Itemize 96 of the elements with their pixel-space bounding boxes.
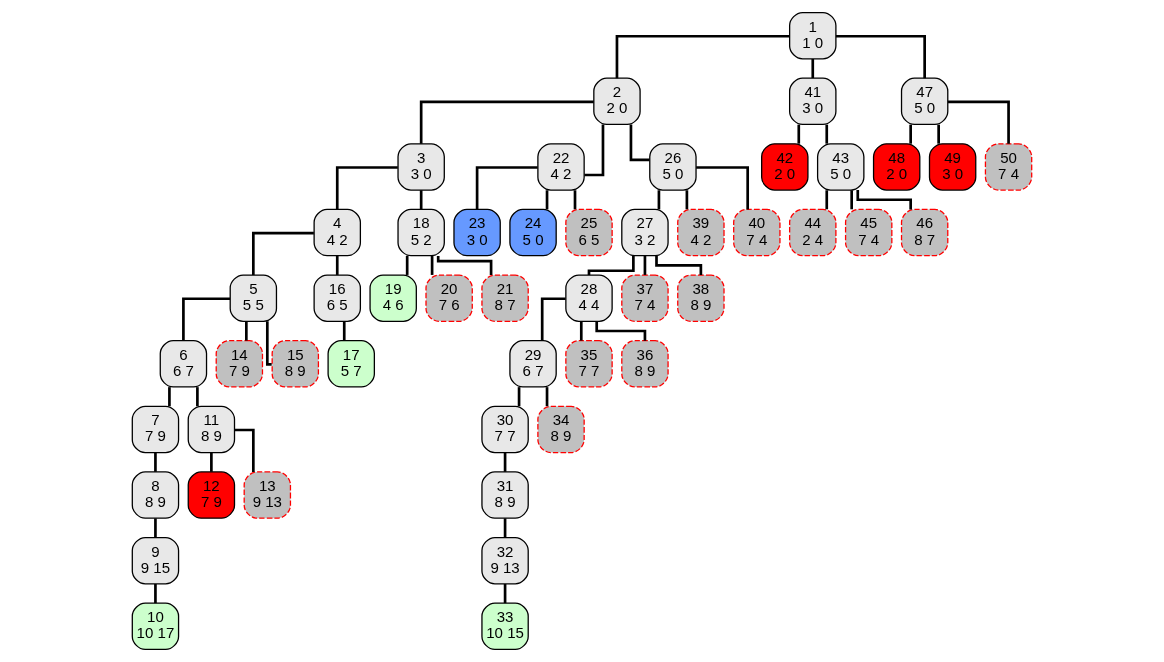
node-box: 11 8 9 bbox=[187, 405, 236, 454]
connector bbox=[909, 124, 912, 144]
node-box: 48 2 0 bbox=[872, 143, 921, 191]
node-box: 38 8 9 bbox=[677, 274, 725, 322]
node-box: 41 3 0 bbox=[789, 77, 837, 126]
node-box: 21 8 7 bbox=[481, 274, 529, 322]
node-box: 43 5 0 bbox=[816, 143, 865, 191]
node-box: 16 6 5 bbox=[313, 274, 362, 322]
connector bbox=[655, 255, 703, 276]
node-box: 24 5 0 bbox=[509, 208, 557, 257]
connector bbox=[856, 190, 912, 210]
node-box: 18 5 2 bbox=[397, 208, 445, 257]
node-box: 26 5 0 bbox=[649, 143, 697, 191]
node-box: 25 6 5 bbox=[565, 208, 613, 257]
connector bbox=[615, 34, 790, 79]
node-box: 12 7 9 bbox=[187, 471, 236, 519]
node-box: 39 4 2 bbox=[677, 208, 725, 257]
connector bbox=[436, 256, 493, 275]
connector bbox=[811, 59, 815, 79]
connector bbox=[835, 34, 926, 79]
connector bbox=[595, 321, 647, 341]
node-box: 15 8 9 bbox=[271, 340, 320, 388]
connector bbox=[948, 100, 1010, 144]
node-box: 2 2 0 bbox=[593, 77, 641, 126]
connector bbox=[419, 100, 594, 144]
connector bbox=[797, 124, 801, 144]
node-box: 47 5 0 bbox=[900, 77, 949, 126]
node-box: 32 9 13 bbox=[481, 536, 529, 585]
node-box: 29 6 7 bbox=[509, 340, 557, 388]
connector bbox=[696, 166, 750, 210]
node-box: 4 4 2 bbox=[313, 208, 362, 257]
node-box: 45 7 4 bbox=[844, 208, 893, 257]
connector bbox=[405, 255, 409, 275]
node-box: 27 3 2 bbox=[621, 208, 669, 257]
connector bbox=[335, 255, 339, 275]
connector bbox=[342, 321, 346, 341]
node-box: 37 7 4 bbox=[621, 274, 669, 322]
connector bbox=[503, 518, 507, 538]
node-box: 36 8 9 bbox=[621, 340, 669, 388]
connector bbox=[545, 387, 549, 407]
connector bbox=[503, 584, 507, 604]
connector bbox=[937, 124, 940, 144]
node-box: 9 9 15 bbox=[131, 536, 180, 585]
connector bbox=[182, 297, 231, 341]
node-box: 34 8 9 bbox=[537, 405, 585, 454]
node-box: 42 2 0 bbox=[761, 143, 809, 191]
connector bbox=[517, 387, 521, 407]
connector bbox=[154, 584, 157, 604]
node-box: 49 3 0 bbox=[928, 143, 977, 191]
node-box: 44 2 4 bbox=[789, 208, 837, 257]
node-box: 40 7 4 bbox=[733, 208, 781, 257]
connector bbox=[419, 190, 423, 210]
connector bbox=[335, 166, 398, 210]
connector bbox=[584, 124, 605, 177]
node-box: 31 8 9 bbox=[481, 471, 529, 519]
connector bbox=[825, 190, 829, 210]
connector bbox=[573, 190, 577, 210]
node-box: 1 1 0 bbox=[789, 11, 837, 60]
connector bbox=[210, 452, 213, 472]
node-box: 3 3 0 bbox=[397, 143, 445, 191]
connector bbox=[154, 518, 157, 538]
node-box: 19 4 6 bbox=[369, 274, 417, 322]
connector bbox=[245, 321, 248, 341]
node-box: 17 5 7 bbox=[327, 340, 375, 388]
node-box: 33 10 15 bbox=[481, 602, 529, 651]
node-box: 14 7 9 bbox=[215, 340, 264, 388]
node-box: 30 7 7 bbox=[481, 405, 529, 454]
connector bbox=[643, 255, 647, 275]
connector bbox=[252, 231, 314, 276]
node-box: 28 4 4 bbox=[565, 274, 613, 322]
connector bbox=[168, 387, 171, 407]
connector bbox=[657, 190, 661, 210]
node-box: 46 8 7 bbox=[900, 208, 949, 257]
node-box: 10 10 17 bbox=[131, 602, 180, 651]
node-box: 23 3 0 bbox=[453, 208, 501, 257]
connector bbox=[154, 452, 157, 472]
connector bbox=[579, 321, 583, 341]
connector bbox=[825, 124, 829, 144]
node-box: 35 7 7 bbox=[565, 340, 613, 388]
connector bbox=[545, 190, 549, 210]
node-box: 8 8 9 bbox=[131, 471, 180, 519]
node-box: 50 7 4 bbox=[984, 143, 1033, 191]
node-box: 22 4 2 bbox=[537, 143, 585, 191]
connector bbox=[685, 190, 689, 210]
node-box: 5 5 5 bbox=[229, 274, 278, 322]
node-box: 20 7 6 bbox=[425, 274, 473, 322]
connector bbox=[540, 297, 566, 341]
node-box: 13 9 13 bbox=[243, 471, 292, 519]
connector bbox=[265, 321, 272, 366]
connector bbox=[430, 255, 434, 275]
node-box: 6 6 7 bbox=[159, 340, 208, 388]
connector bbox=[850, 190, 854, 210]
node-box: 7 7 9 bbox=[131, 405, 180, 454]
connector bbox=[503, 452, 507, 472]
connector bbox=[196, 387, 199, 407]
connector bbox=[475, 166, 538, 210]
